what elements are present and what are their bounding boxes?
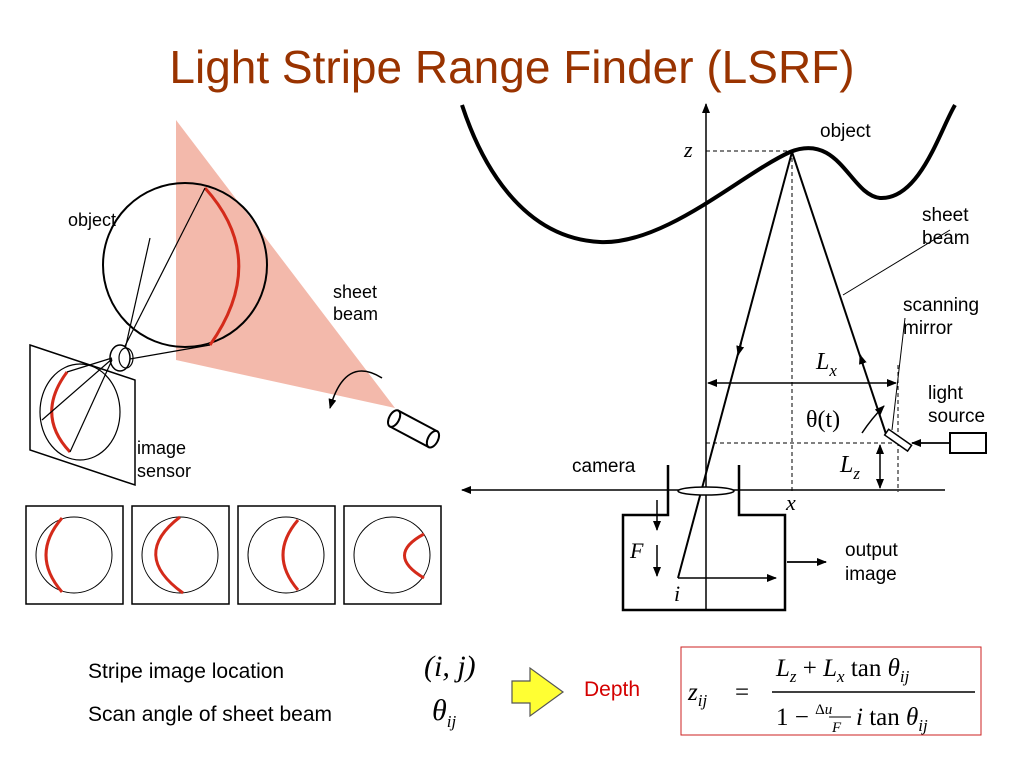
camera-lens-right — [677, 486, 735, 496]
object-stripe — [203, 186, 241, 346]
left-diagram: object sheet beam image sensor — [29, 120, 441, 487]
sensor-frame-4 — [343, 505, 442, 605]
sensor-frame-3 — [237, 505, 336, 605]
sheet-beam-ray — [791, 151, 887, 435]
right-diagram: z object sheet beam scanning mirror ligh… — [460, 103, 987, 612]
f-label: F — [629, 538, 644, 563]
image-label: image — [845, 564, 897, 585]
i-label: i — [674, 581, 680, 606]
x-label: x — [785, 490, 796, 515]
right-sheet-label: sheet — [922, 205, 969, 226]
left-sheet-label: sheet — [333, 282, 377, 302]
page-title: Light Stripe Range Finder (LSRF) — [169, 41, 855, 93]
left-sensor-label: sensor — [137, 461, 191, 481]
formula-numerator: Lz + Lx tan θij — [775, 655, 910, 686]
formula-equals: = — [735, 679, 749, 706]
z-label: z — [683, 137, 693, 162]
scanning-mirror — [883, 428, 913, 453]
object-surface-curve — [460, 103, 957, 245]
camera-label: camera — [572, 456, 636, 477]
scan-direction-arrow — [328, 370, 383, 409]
light-label: light — [928, 383, 964, 404]
theta-arc — [861, 405, 885, 434]
depth-label: Depth — [584, 678, 641, 701]
object-sphere — [102, 182, 268, 348]
output-label: output — [845, 540, 899, 561]
depth-formula: zij = Lz + Lx tan θij 1 − Δu F i tan θij — [680, 646, 982, 736]
scan-angle-math: θij — [432, 694, 457, 731]
sensor-frame-2 — [131, 505, 230, 605]
camera-body — [621, 465, 787, 612]
mirror-label: mirror — [903, 318, 953, 339]
lz-label: Lz — [839, 452, 860, 483]
formula-lhs: zij — [687, 679, 707, 710]
sensor-frame-1 — [25, 505, 124, 605]
light-source-box — [949, 432, 987, 454]
scanning-label: scanning — [903, 295, 979, 316]
stripe-location-label: Stripe image location — [88, 660, 285, 683]
stripe-location-math: (i, j) — [424, 650, 476, 683]
theta-label: θ(t) — [806, 407, 840, 433]
scan-angle-label: Scan angle of sheet beam — [88, 703, 333, 726]
sheet-beam-plane — [176, 120, 395, 408]
yellow-arrow-icon — [511, 666, 565, 718]
left-image-label: image — [137, 438, 186, 458]
formula-denominator-f: F — [831, 720, 842, 736]
reflected-ray — [677, 151, 793, 579]
formula-denominator-rest: i tan θij — [856, 704, 928, 735]
left-object-label: object — [68, 210, 116, 230]
source-label: source — [928, 406, 985, 427]
right-beam-label: beam — [922, 228, 970, 249]
camera-lens — [109, 344, 131, 372]
lx-label: Lx — [815, 349, 837, 380]
light-source-cylinder — [386, 409, 441, 449]
right-object-label: object — [820, 121, 871, 142]
left-beam-label: beam — [333, 304, 378, 324]
sensor-frames — [25, 505, 442, 605]
